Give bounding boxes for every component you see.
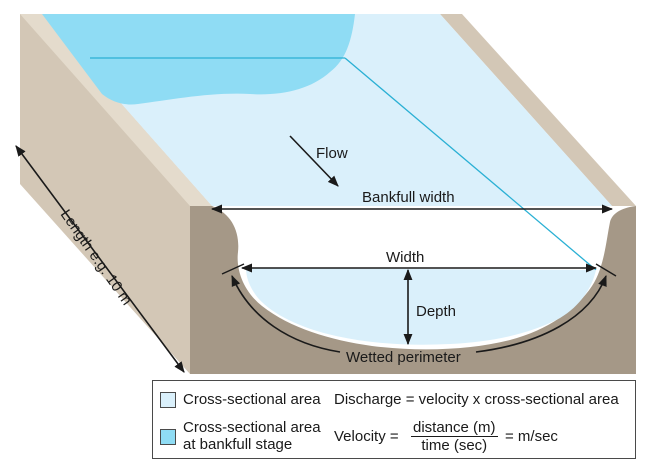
depth-label: Depth	[416, 303, 456, 320]
bankfull-water-region	[42, 14, 355, 105]
bankfull-area-label-line2: at bankfull stage	[183, 436, 293, 453]
width-tick-right	[595, 263, 617, 277]
discharge-formula: Discharge = velocity x cross-sectional a…	[334, 391, 619, 408]
bankfull-area-label-line1: Cross-sectional area	[183, 419, 321, 436]
bankfull-area-swatch	[160, 429, 176, 445]
velocity-numerator: distance (m)	[411, 419, 498, 437]
water-edge-line	[344, 57, 597, 271]
width-tick-left	[221, 263, 245, 275]
bankfull-width-label: Bankfull width	[362, 189, 455, 206]
wetted-perimeter-label: Wetted perimeter	[346, 349, 461, 366]
width-label: Width	[386, 249, 424, 266]
legend: Cross-sectional area Cross-sectional are…	[152, 380, 636, 459]
cross-sectional-area-label: Cross-sectional area	[183, 391, 321, 408]
wetted-perimeter-arrow-right	[475, 274, 607, 353]
velocity-rhs: = m/sec	[505, 428, 558, 445]
velocity-fraction: distance (m) time (sec)	[411, 419, 498, 454]
velocity-denominator: time (sec)	[421, 437, 488, 454]
wetted-perimeter-arrow-left	[231, 274, 341, 353]
cross-section-water	[246, 268, 596, 345]
length-arrow	[15, 145, 185, 373]
right-bank-top	[440, 14, 636, 206]
flow-arrow	[289, 135, 339, 187]
flow-label: Flow	[316, 145, 348, 162]
front-bank-cross-section	[190, 206, 636, 374]
cross-sectional-area-swatch	[160, 392, 176, 408]
velocity-lhs: Velocity =	[334, 428, 399, 445]
